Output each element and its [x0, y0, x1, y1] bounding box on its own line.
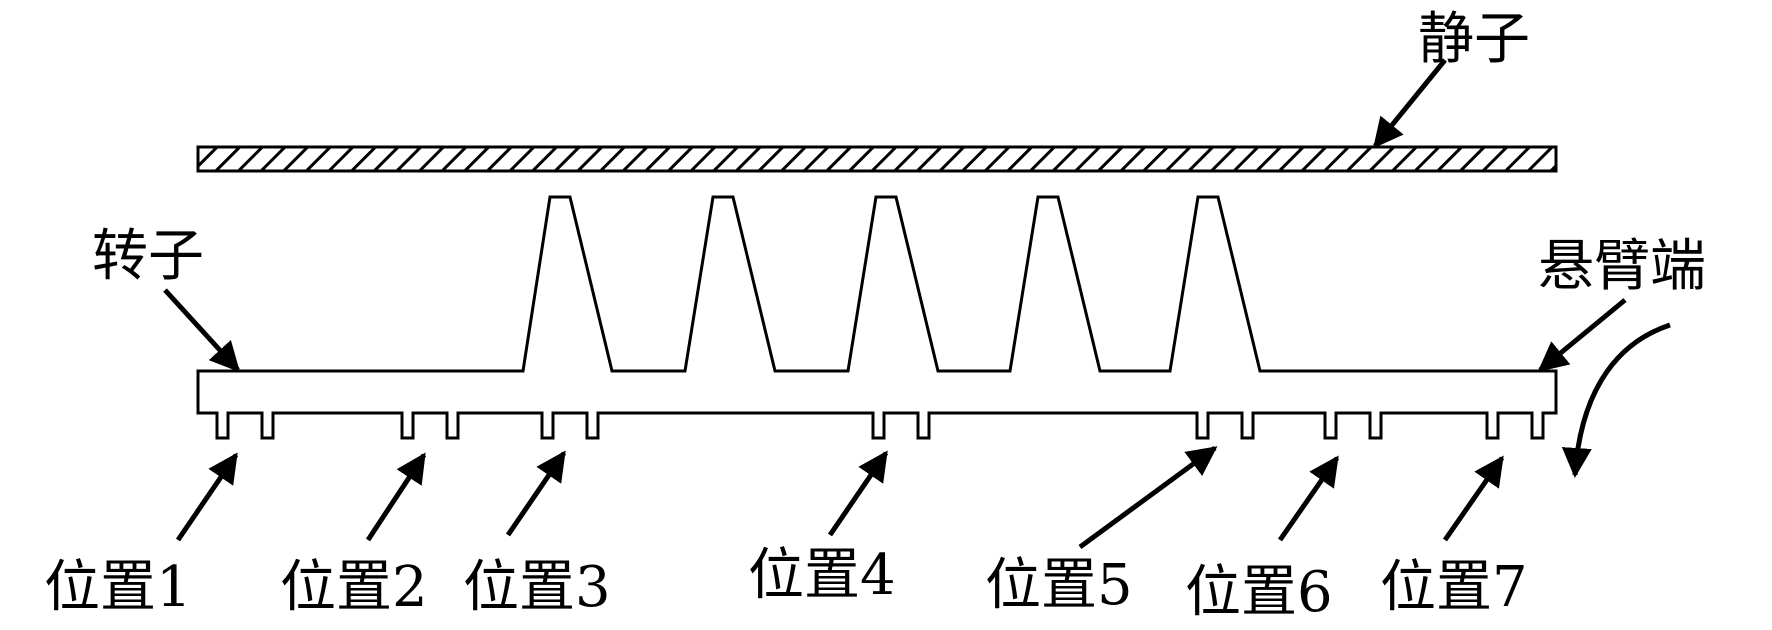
position-2-label: 位置2 — [280, 555, 428, 620]
deflection-arrow — [1561, 322, 1671, 478]
cantilever-label: 悬臂端 — [1538, 234, 1706, 299]
stator-arrow — [1373, 58, 1447, 149]
rotor-arrow — [163, 288, 241, 373]
stator-label: 静子 — [1418, 7, 1530, 72]
position-6-label: 位置6 — [1185, 560, 1333, 625]
cantilever-arrow — [1537, 298, 1627, 372]
position-4-label: 位置4 — [748, 543, 896, 608]
position-5-arrow — [1078, 445, 1218, 550]
position-6-arrow — [1277, 455, 1340, 542]
stator-bar — [196, 145, 1558, 173]
position-3-label: 位置3 — [463, 555, 611, 620]
position-7-label: 位置7 — [1380, 555, 1528, 620]
position-1-label: 位置1 — [44, 555, 192, 620]
position-2-arrow — [365, 452, 427, 542]
arrows — [163, 58, 1671, 550]
position-1-arrow — [175, 452, 239, 542]
rotor-label: 转子 — [92, 224, 204, 289]
rotor-body — [196, 195, 1558, 440]
position-4-arrow — [827, 450, 889, 537]
position-3-arrow — [505, 450, 567, 537]
position-5-label: 位置5 — [985, 553, 1133, 618]
position-7-arrow — [1442, 455, 1505, 542]
